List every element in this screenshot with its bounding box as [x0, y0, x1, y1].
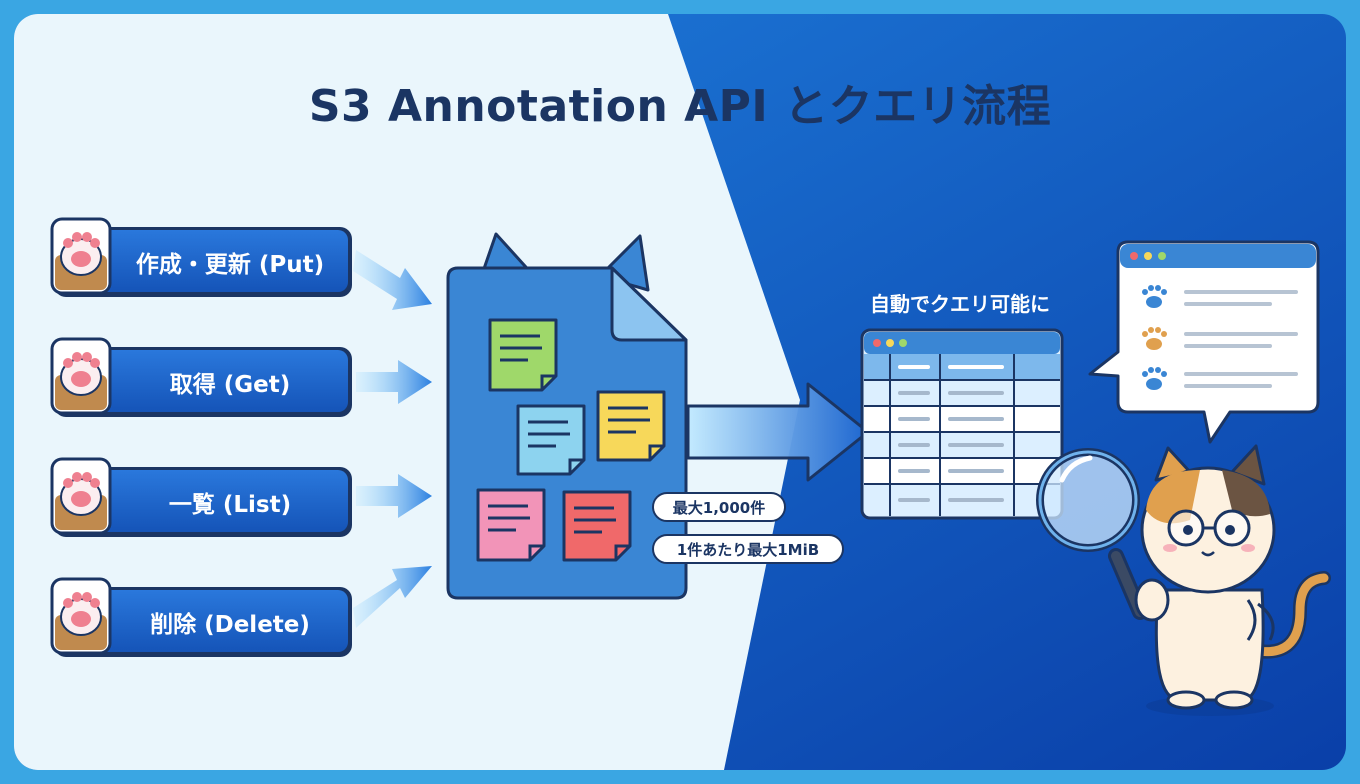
paw-icon — [1142, 285, 1167, 308]
sticky-note-icon — [562, 490, 632, 562]
sticky-notes — [476, 318, 666, 562]
cat-icon — [1140, 444, 1331, 716]
operation-delete-label: 削除 (Delete) — [150, 612, 310, 638]
magnifier-icon — [1036, 448, 1170, 622]
paw-icon — [1142, 327, 1167, 350]
operation-get-label: 取得 (Get) — [169, 372, 291, 398]
page-title: S3 Annotation API とクエリ流程 — [308, 81, 1052, 132]
operation-list-label: 一覧 (List) — [168, 492, 292, 518]
operation-buttons — [50, 217, 352, 657]
query-caption: 自動でクエリ可能に — [870, 292, 1050, 316]
operation-put-label: 作成・更新 (Put) — [135, 252, 325, 278]
chat-bubble-icon — [1088, 240, 1320, 444]
paw-icon — [1142, 367, 1167, 390]
input-arrows — [353, 250, 432, 628]
sticky-note-icon — [516, 404, 586, 476]
sticky-note-icon — [488, 318, 558, 392]
flow-arrow — [686, 382, 870, 482]
limit-size-badge: 1件あたり最大1MiB — [652, 534, 844, 564]
sticky-note-icon — [476, 488, 546, 562]
table-icon — [860, 328, 1064, 520]
sticky-note-icon — [596, 390, 666, 462]
limit-count-badge: 最大1,000件 — [652, 492, 786, 522]
